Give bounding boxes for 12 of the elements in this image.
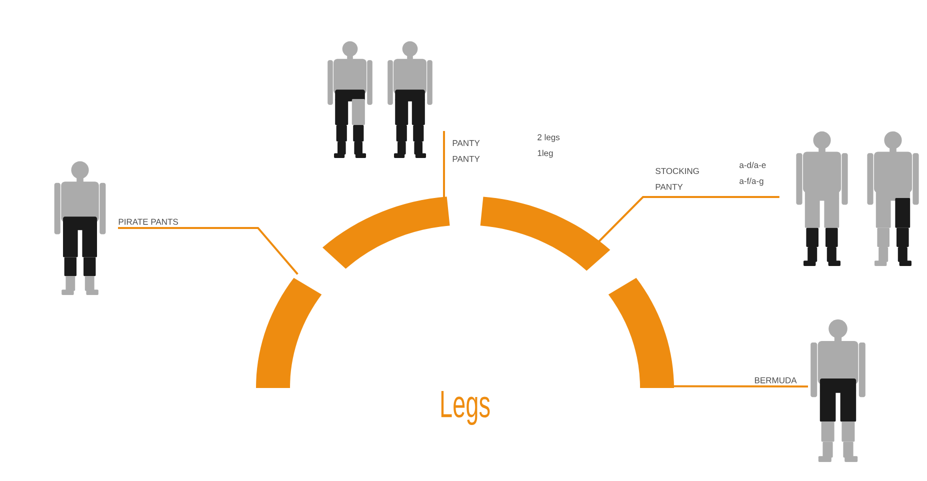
arc-segment (480, 196, 610, 271)
label: PANTY 2 legs PANTY 1leg (452, 134, 560, 162)
leader-line (673, 385, 808, 388)
label: BERMUDA (754, 377, 797, 384)
arc-segment (322, 196, 450, 269)
arc-segment (608, 278, 674, 388)
arc-segment (256, 278, 322, 388)
label: PIRATE PANTS (118, 218, 178, 225)
title: Legs (441, 390, 490, 425)
label: STOCKING a-d/a-e PANTY a-f/a-g (656, 162, 766, 190)
leader-line (442, 131, 445, 199)
leader-line (598, 196, 780, 242)
